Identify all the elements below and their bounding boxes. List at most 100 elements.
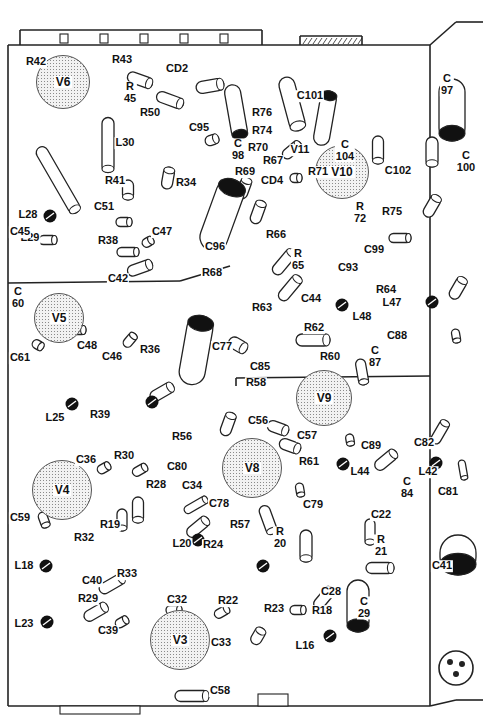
valve-label: V4 bbox=[53, 484, 72, 497]
component-symbol bbox=[131, 462, 149, 478]
part-reference: R28 bbox=[145, 479, 167, 491]
component-symbol bbox=[345, 433, 355, 446]
holder-pin bbox=[460, 662, 464, 666]
mounting-tab bbox=[60, 34, 68, 43]
component-end bbox=[289, 119, 307, 132]
component-symbol bbox=[266, 419, 290, 437]
mounting-tab bbox=[100, 34, 108, 43]
chassis-edge bbox=[261, 30, 263, 45]
valve-socket: V8 bbox=[222, 438, 282, 498]
component-body bbox=[121, 331, 138, 349]
valve-holder bbox=[439, 651, 473, 685]
component-end bbox=[255, 199, 268, 209]
part-reference: C 87 bbox=[368, 345, 382, 368]
part-reference: C89 bbox=[360, 440, 382, 452]
coil-slot bbox=[42, 563, 50, 569]
component-symbol bbox=[458, 460, 468, 481]
component-end bbox=[439, 418, 451, 428]
component-symbol bbox=[102, 118, 114, 173]
component-end bbox=[387, 447, 399, 460]
part-reference: R68 bbox=[201, 267, 223, 279]
part-reference: C57 bbox=[296, 430, 318, 442]
component-end bbox=[199, 514, 211, 527]
component-end bbox=[452, 337, 461, 343]
coil-slot bbox=[259, 563, 267, 569]
component-symbol bbox=[161, 166, 176, 190]
part-reference: L16 bbox=[295, 640, 316, 652]
component-end bbox=[140, 462, 149, 472]
component-end bbox=[134, 248, 139, 257]
hatching bbox=[343, 38, 347, 44]
coil-core bbox=[44, 210, 57, 223]
part-reference: C85 bbox=[249, 361, 271, 373]
component-symbol bbox=[31, 338, 46, 352]
component-end bbox=[387, 563, 394, 574]
part-reference: C48 bbox=[76, 340, 98, 352]
component-body bbox=[196, 175, 248, 255]
part-reference: R41 bbox=[104, 175, 126, 187]
part-reference: R34 bbox=[175, 177, 197, 189]
component-body bbox=[277, 75, 307, 132]
valve-label: V8 bbox=[243, 462, 262, 475]
part-reference: R43 bbox=[111, 54, 133, 66]
component-body bbox=[290, 174, 302, 183]
valve-socket: V5 bbox=[34, 293, 84, 343]
component-body bbox=[373, 136, 384, 164]
part-reference: R70 bbox=[247, 142, 269, 154]
chassis-edge bbox=[430, 700, 456, 706]
component-end bbox=[406, 234, 411, 243]
socket bbox=[258, 694, 288, 706]
hatching bbox=[313, 38, 317, 44]
component-symbol bbox=[196, 175, 248, 255]
part-reference: L18 bbox=[14, 560, 35, 572]
part-reference: R22 bbox=[217, 595, 239, 607]
component-end bbox=[127, 218, 132, 227]
component-body bbox=[116, 218, 132, 227]
coil-slot bbox=[339, 461, 347, 467]
terminal-strip bbox=[60, 706, 140, 714]
coil-core-disc bbox=[426, 296, 439, 309]
part-reference: R 21 bbox=[374, 534, 388, 557]
component-symbol bbox=[300, 530, 312, 562]
component-body bbox=[300, 530, 312, 562]
part-reference: C22 bbox=[370, 509, 392, 521]
part-reference: C36 bbox=[75, 454, 97, 466]
component-end bbox=[373, 157, 384, 164]
chassis-edge bbox=[19, 30, 21, 45]
component-symbol bbox=[421, 193, 443, 219]
component-end bbox=[225, 411, 238, 421]
part-reference: C 97 bbox=[440, 73, 454, 96]
component-symbol bbox=[366, 563, 394, 574]
part-reference: R18 bbox=[311, 605, 333, 617]
part-reference: R56 bbox=[171, 431, 193, 443]
component-end bbox=[52, 236, 57, 245]
part-reference: C47 bbox=[151, 226, 173, 238]
part-reference: C96 bbox=[204, 241, 226, 253]
hatching bbox=[353, 38, 357, 44]
chassis-edge bbox=[8, 281, 180, 283]
part-reference: R57 bbox=[229, 519, 251, 531]
part-reference: C93 bbox=[337, 262, 359, 274]
part-reference: L28 bbox=[18, 209, 39, 221]
component-symbol bbox=[177, 313, 215, 386]
part-reference: C59 bbox=[9, 512, 31, 524]
component-body bbox=[102, 118, 114, 173]
component-symbol bbox=[204, 133, 221, 147]
chassis-edge bbox=[456, 21, 483, 23]
component-body bbox=[421, 193, 443, 219]
mounting-tab bbox=[140, 34, 148, 43]
chassis-edge bbox=[7, 45, 9, 706]
chassis-edge bbox=[180, 266, 230, 281]
chassis-edge bbox=[361, 36, 363, 45]
component-symbol bbox=[117, 248, 139, 257]
component-symbol bbox=[223, 84, 248, 141]
chassis-edge bbox=[300, 35, 362, 37]
part-reference: C56 bbox=[247, 415, 269, 427]
part-reference: C101 bbox=[296, 90, 324, 102]
part-reference: C88 bbox=[386, 330, 408, 342]
holder-pin bbox=[454, 672, 458, 676]
component-symbol bbox=[277, 75, 307, 132]
component-end bbox=[297, 174, 302, 183]
part-reference: C33 bbox=[210, 637, 232, 649]
